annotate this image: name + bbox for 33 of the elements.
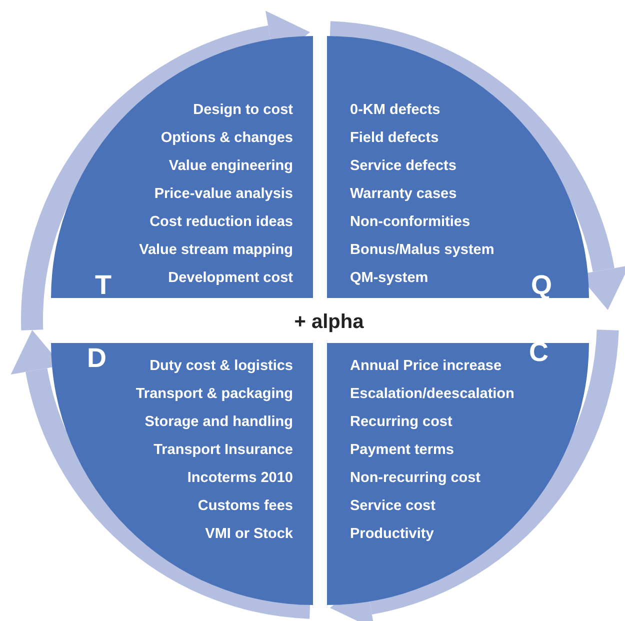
list-item: Customs fees bbox=[198, 497, 293, 516]
list-item: Recurring cost bbox=[350, 413, 452, 432]
list-item: Payment terms bbox=[350, 441, 454, 460]
list-item: Value engineering bbox=[168, 157, 293, 176]
quadrant-letter: T bbox=[95, 270, 112, 300]
list-item: Options & changes bbox=[160, 129, 293, 148]
list-item: Non-recurring cost bbox=[350, 469, 481, 488]
list-item: Service defects bbox=[350, 157, 456, 176]
list-item: Incoterms 2010 bbox=[187, 469, 293, 488]
list-item: Duty cost & logistics bbox=[150, 357, 293, 376]
list-item: Development cost bbox=[168, 269, 293, 288]
center-label: + alpha bbox=[294, 311, 364, 334]
list-item: Productivity bbox=[350, 525, 434, 544]
list-item: Service cost bbox=[350, 497, 436, 516]
list-item: Warranty cases bbox=[350, 185, 457, 204]
list-item: Transport & packaging bbox=[136, 385, 293, 404]
list-item: Field defects bbox=[350, 129, 439, 148]
list-item: Annual Price increase bbox=[350, 357, 502, 376]
list-item: Escalation/deescalation bbox=[350, 385, 514, 404]
list-item: Bonus/Malus system bbox=[350, 241, 494, 260]
list-item: Transport Insurance bbox=[154, 441, 293, 460]
list-item: VMI or Stock bbox=[205, 525, 293, 544]
list-item: QM-system bbox=[350, 269, 428, 288]
quadrant-letter: Q bbox=[531, 270, 552, 300]
list-item: Price-value analysis bbox=[154, 185, 293, 204]
list-item: Storage and handling bbox=[144, 413, 293, 432]
list-item: 0-KM defects bbox=[350, 101, 440, 120]
list-item: Non-conformities bbox=[350, 213, 470, 232]
list-item: Design to cost bbox=[193, 101, 293, 120]
list-item: Cost reduction ideas bbox=[150, 213, 293, 232]
quadrant-letter: C bbox=[529, 337, 548, 367]
quadrant-letter: D bbox=[87, 343, 106, 373]
list-item: Value stream mapping bbox=[139, 241, 293, 260]
